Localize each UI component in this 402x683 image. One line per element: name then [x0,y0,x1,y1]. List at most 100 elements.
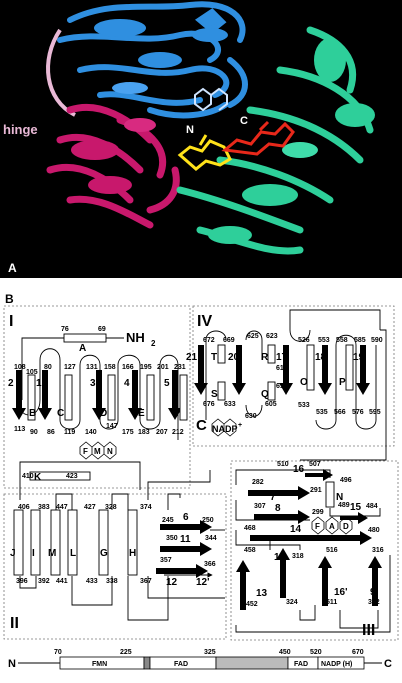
protein-structure-image: A hinge N C [0,0,402,278]
res-127: 127 [64,364,76,371]
domain-ii-box [3,493,227,640]
strand-8-label: 8 [275,503,281,514]
res-623: 623 [266,333,278,340]
helix-a-label: A [79,343,86,354]
strand-16-label: 16 [293,464,305,475]
res-676: 676 [203,401,215,408]
res-590: 590 [371,337,383,344]
res-452: 452 [246,601,258,608]
helix-k-label: K [34,472,42,483]
nadp-superscript: + [238,422,242,429]
structure-panel: A hinge N C [0,0,402,278]
res-324: 324 [286,599,298,606]
res-344: 344 [205,535,217,542]
res-458: 458 [244,547,256,554]
strand-19-label: 19 [353,352,365,363]
res-625: 625 [247,333,259,340]
nadp-cofactor: NADP + [211,418,242,437]
strand-11 [160,542,212,556]
strand-18-label: 18 [315,352,327,363]
helix-t-label: T [211,352,217,363]
fmn-cofactor: F M N [79,441,117,460]
helix-m [50,509,61,576]
strand-3 [92,370,106,420]
res-86: 86 [47,429,55,436]
domain-c-label: C [196,417,207,434]
res-507: 507 [309,461,321,468]
helix-b [27,374,36,421]
strand-15 [340,512,368,524]
tick-225: 225 [120,649,132,656]
helix-n [325,481,335,508]
c-terminus-label: C [240,115,248,127]
nadp-ligand [221,120,295,156]
helix-s [217,381,226,401]
domain-bar: N C 70 225 325 450 520 670 FMN FAD FAD N… [8,649,392,670]
domain-iii-strands [236,469,382,610]
domain-iii-box [230,460,399,641]
res-318: 318 [292,553,304,560]
res-630: 630 [245,413,257,420]
res-201: 201 [157,364,169,371]
res-374: 374 [140,504,152,511]
res-427: 427 [84,504,96,511]
strand-12-label: 12 [166,577,178,588]
strand-18 [318,345,332,395]
strand-21 [194,345,208,395]
domain-iii-label: III [362,622,375,639]
tick-325: 325 [204,649,216,656]
domain-iv-box [192,305,395,447]
res-195: 195 [140,364,152,371]
fad-ligand [177,134,232,171]
res-90: 90 [30,429,38,436]
helix-p-label: P [339,377,346,388]
helix-i-label: I [32,548,35,559]
strand-11-label: 11 [180,534,191,545]
strand-20 [232,345,246,395]
strand-12 [156,564,208,578]
tick-520: 520 [310,649,322,656]
strand-1 [38,370,52,420]
strand-15-label: 15 [350,502,362,513]
res-158: 158 [104,364,116,371]
res-595: 595 [369,409,381,416]
helix-i [30,509,41,576]
res-76: 76 [61,326,69,333]
res-496: 496 [340,477,352,484]
strand-19 [356,345,370,395]
res-147: 147 [106,423,118,430]
fmn-letter-n: N [107,447,113,456]
strand-9-label: 9 [370,587,376,598]
fmn-ligand [194,87,228,112]
res-447: 447 [56,504,68,511]
res-282: 282 [252,479,264,486]
strand-13-label: 13 [256,588,268,599]
res-526: 526 [298,337,310,344]
topology-panel: B I IV C II III A NH 2 2 1 3 4 [0,280,402,678]
helix-c [64,374,73,421]
res-468: 468 [244,525,256,532]
res-299: 299 [312,509,324,516]
strand-3-label: 3 [90,378,96,389]
res-613: 613 [276,383,288,390]
panel-b-letter: B [5,292,14,306]
strand-16p [318,556,332,606]
res-175: 175 [122,429,134,436]
res-338: 338 [106,578,118,585]
panel-a-letter: A [8,261,17,275]
strand-7 [248,486,310,500]
fad-letter-d: D [343,522,349,531]
strand-13 [236,560,250,610]
domain-iv-label: IV [197,313,212,330]
segment-fad-1-label: FAD [174,661,188,668]
helix-g-label: G [100,548,108,559]
res-510: 510 [277,461,289,468]
helix-j [13,509,24,576]
fmn-letter-f: F [83,447,88,456]
strand-2-label: 2 [8,378,14,389]
helix-o [306,344,315,391]
helix-c-label: C [57,408,64,419]
res-307: 307 [254,503,266,510]
res-516: 516 [326,547,338,554]
res-441: 441 [56,578,68,585]
